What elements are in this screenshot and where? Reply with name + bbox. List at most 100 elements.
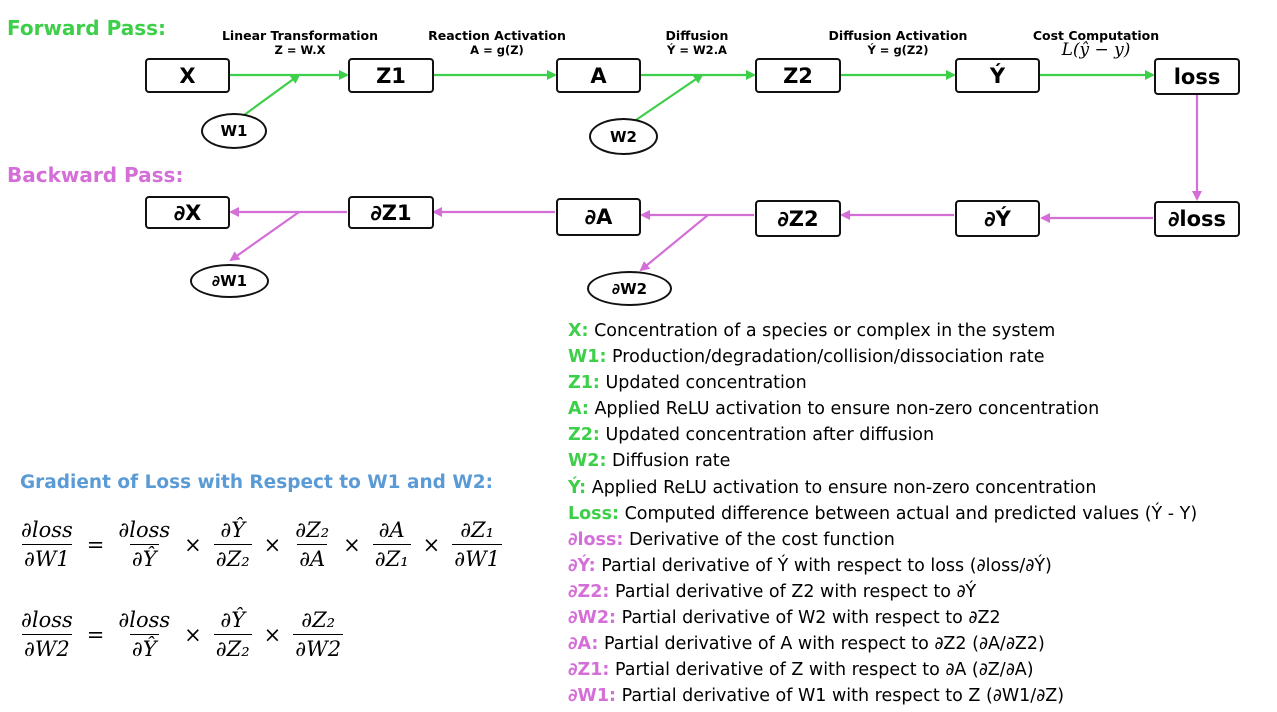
legend-description: Diffusion rate [606,451,731,472]
fraction-numerator: ∂Z₁ [460,518,495,542]
step-diffusion: Diffusion Ý = W2.A [647,28,747,58]
legend-key: X: [568,321,589,341]
legend-key: ∂W1: [568,686,616,707]
weight-w2: W2 [589,118,658,155]
legend-row: Loss: Computed difference between actual… [568,501,1197,527]
legend-description: Partial derivative of Ý with respect to … [595,555,1052,576]
legend-row: Ý: Applied ReLU activation to ensure non… [568,475,1197,501]
legend-description: Partial derivative of Z with respect to … [609,660,1034,681]
legend-description: Partial derivative of A with respect to … [598,634,1045,655]
fraction-denominator: ∂Z₂ [213,544,252,571]
legend-description: Applied ReLU activation to ensure non-ze… [588,399,1100,420]
fraction: ∂Z₂∂A [293,518,331,571]
node-da: ∂A [556,198,641,236]
legend-row: ∂loss: Derivative of the cost function [568,527,1197,553]
formula-dloss-dw1: ∂loss∂W1=∂loss∂Ŷ×∂Ŷ∂Z₂×∂Z₂∂A×∂A∂Z₁×∂Z₁∂W… [16,518,505,571]
fraction-denominator: ∂W1 [452,544,503,571]
fraction-numerator: ∂loss [118,518,171,542]
step-equation: Ý = W2.A [667,43,727,57]
fraction: ∂Ŷ∂Z₂ [213,608,252,661]
arrow-dz1-to-dw1 [229,211,300,262]
step-equation: L(ŷ − y) [1061,40,1131,60]
fraction-numerator: ∂A [378,518,405,542]
legend-row: ∂Ý: Partial derivative of Ý with respect… [568,553,1197,579]
fraction-denominator: ∂W1 [21,544,72,571]
legend-row: ∂W1: Partial derivative of W1 with respe… [568,683,1197,709]
legend-key: W2: [568,451,607,472]
fraction: ∂A∂Z₁ [372,518,411,571]
fraction: ∂Ŷ∂Z₂ [213,518,252,571]
step-label: Diffusion Activation [828,28,968,43]
fraction-numerator: ∂Ŷ [220,518,246,542]
fraction-numerator: ∂loss [21,518,73,542]
fraction-denominator: ∂A [297,544,328,571]
forward-pass-title: Forward Pass: [7,16,166,40]
formula-dloss-dw2: ∂loss∂W2=∂loss∂Ŷ×∂Ŷ∂Z₂×∂Z₂∂W2 [16,608,346,661]
legend-description: Applied ReLU activation to ensure non-ze… [586,477,1097,498]
fraction: ∂loss∂W1 [19,518,75,571]
legend-row: Z2: Updated concentration after diffusio… [568,422,1197,448]
weight-w1: W1 [201,113,267,149]
fraction: ∂loss∂Ŷ [116,518,172,571]
legend-row: Z1: Updated concentration [568,370,1197,396]
legend-key: ∂W2: [568,608,616,629]
node-loss: loss [1154,58,1240,95]
legend-key: Z2: [568,425,600,446]
step-equation: Z = W.X [274,43,326,57]
fraction-numerator: ∂loss [118,608,171,632]
step-linear-transformation: Linear Transformation Z = W.X [215,28,385,58]
node-z1: Z1 [348,58,434,93]
legend-description: Concentration of a species or complex in… [588,321,1056,341]
legend-key: ∂Z1: [568,660,610,681]
step-label: Linear Transformation [221,28,379,43]
legend-key: A: [568,399,589,420]
weight-dw2: ∂W2 [587,271,672,306]
legend-key: Z1: [568,373,600,394]
legend-description: Updated concentration after diffusion [599,425,935,446]
legend-row: A: Applied ReLU activation to ensure non… [568,396,1197,422]
step-label: Reaction Activation [428,28,566,43]
legend-description: Production/degradation/collision/dissoci… [606,347,1045,368]
fraction-denominator: ∂W2 [21,634,72,661]
node-dz1: ∂Z1 [348,196,434,229]
times-sign: × [184,622,202,647]
node-yhat: Ý [955,58,1040,93]
legend-row: W2: Diffusion rate [568,448,1197,474]
fraction-numerator: ∂Z₂ [295,518,330,542]
legend-description: Partial derivative of W1 with respect to… [616,686,1065,707]
legend-description: Partial derivative of Z2 with respect to… [609,581,977,602]
legend-key: ∂Z2: [568,581,610,602]
legend-description: Updated concentration [599,373,807,394]
legend-row: ∂A: Partial derivative of A with respect… [568,631,1197,657]
times-sign: × [263,532,282,557]
fraction: ∂Z₂∂W2 [293,608,344,661]
fraction-denominator: ∂W2 [293,634,344,661]
arrow-dz2-to-dw2 [639,214,709,272]
legend-description: Derivative of the cost function [623,529,895,550]
node-a: A [556,58,641,93]
fraction-numerator: ∂Ŷ [220,608,246,632]
legend-description: Computed difference between actual and p… [619,503,1198,524]
step-label: Cost Computation [1032,28,1160,43]
step-diffusion-activation: Diffusion Activation Ý = g(Z2) [823,28,973,58]
equals-sign: = [86,532,105,557]
legend-key: ∂loss: [568,529,624,550]
gradient-title: Gradient of Loss with Respect to W1 and … [20,472,493,493]
legend-row: ∂Z2: Partial derivative of Z2 with respe… [568,579,1197,605]
arrow-w2-to-z2 [635,73,704,121]
legend-row: ∂Z1: Partial derivative of Z with respec… [568,657,1197,683]
step-equation: Ý = g(Z2) [867,43,929,57]
node-dyhat: ∂Ý [955,200,1040,237]
legend-row: X: Concentration of a species or complex… [568,318,1197,344]
legend-key: ∂A: [568,634,599,655]
legend-row: W1: Production/degradation/collision/dis… [568,344,1197,370]
fraction-denominator: ∂Z₁ [372,544,411,571]
weight-dw1: ∂W1 [190,264,269,298]
step-reaction-activation: Reaction Activation A = g(Z) [422,28,572,58]
fraction-numerator: ∂Z₂ [301,608,336,632]
step-cost-computation: Cost Computation L(ŷ − y) [1026,28,1166,60]
legend-row: ∂W2: Partial derivative of W2 with respe… [568,605,1197,631]
legend-key: ∂Ý: [568,555,596,576]
legend-key: W1: [568,347,607,368]
